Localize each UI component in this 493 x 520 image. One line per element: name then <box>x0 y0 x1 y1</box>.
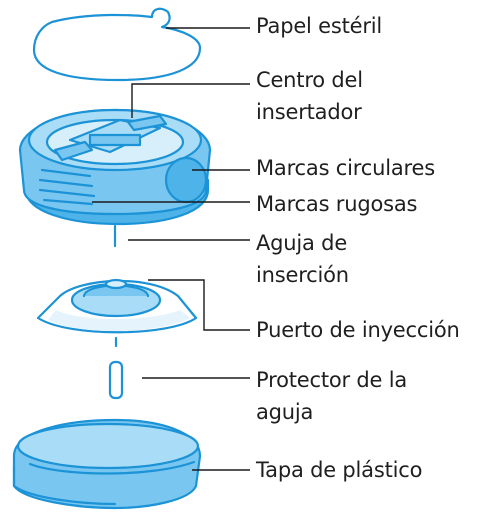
leader-centro <box>131 83 250 118</box>
label-puerto: Puerto de inyección <box>256 318 460 342</box>
leader-puerto <box>148 279 250 331</box>
label-aguja-line2: inserción <box>256 263 349 287</box>
label-centro-line1: Centro del <box>256 68 363 92</box>
label-protector-line1: Protector de la <box>256 368 408 392</box>
label-tapa: Tapa de plástico <box>256 458 423 482</box>
inserter-illustration <box>18 108 212 248</box>
label-marcas-circulares: Marcas circulares <box>256 156 435 180</box>
label-centro-line2: insertador <box>256 100 362 124</box>
injection-port-illustration <box>36 278 198 348</box>
needle-protector-illustration <box>108 360 124 400</box>
plastic-cap-illustration <box>12 418 202 510</box>
label-marcas-rugosas: Marcas rugosas <box>256 192 418 216</box>
label-protector-line2: aguja <box>256 400 314 424</box>
sterile-paper-illustration <box>32 7 202 82</box>
label-papel-esteril: Papel estéril <box>256 14 383 38</box>
label-aguja-line1: Aguja de <box>256 231 348 255</box>
